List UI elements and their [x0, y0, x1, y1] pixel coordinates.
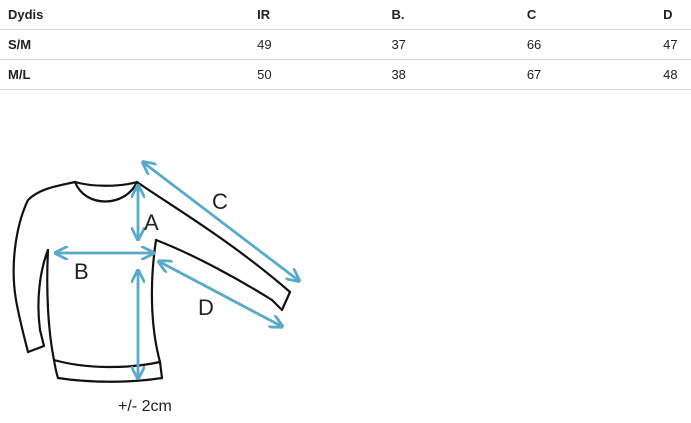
right-cuff-shape [270, 290, 292, 312]
header-d: D [663, 0, 691, 30]
cell-ir: 50 [257, 59, 392, 90]
label-d: D [198, 295, 214, 320]
tolerance-note: +/- 2cm [118, 398, 172, 415]
body-right-side [150, 238, 162, 364]
label-c: C [212, 189, 228, 214]
row-size-label: S/M [0, 29, 258, 60]
arrow-c [144, 163, 298, 280]
measurement-arrows [57, 163, 298, 377]
label-a: A [144, 210, 159, 235]
cell-c: 66 [526, 29, 664, 60]
header-size: Dydis [0, 0, 258, 30]
cell-b: 38 [391, 59, 527, 90]
cell-d: 47 [663, 29, 691, 60]
measurement-labels: A B C D [74, 189, 228, 320]
table-header-row: Dydis IR B. C D [0, 0, 691, 30]
arrow-d [160, 262, 281, 326]
collar-shape [73, 180, 139, 203]
table-row: S/M 49 37 66 47 [0, 29, 691, 60]
cell-b: 37 [391, 29, 527, 60]
size-table: Dydis IR B. C D S/M 49 37 66 47 M/L 50 3… [0, 0, 691, 90]
left-cuff-shape [26, 328, 46, 354]
row-size-label: M/L [0, 59, 258, 90]
body-left-side [46, 248, 56, 362]
table-row: M/L 50 38 67 48 [0, 59, 691, 90]
cell-c: 67 [526, 59, 664, 90]
cell-d: 48 [663, 59, 691, 90]
label-b: B [74, 259, 89, 284]
left-sleeve-inner [37, 248, 50, 332]
left-sleeve-shape [12, 180, 77, 354]
cell-ir: 49 [257, 29, 392, 60]
waistband-shape [52, 358, 164, 383]
header-c: C [526, 0, 664, 30]
header-ir: IR [257, 0, 392, 30]
header-b: B. [391, 0, 527, 30]
sweater-measurement-diagram: A B C D [12, 130, 320, 383]
